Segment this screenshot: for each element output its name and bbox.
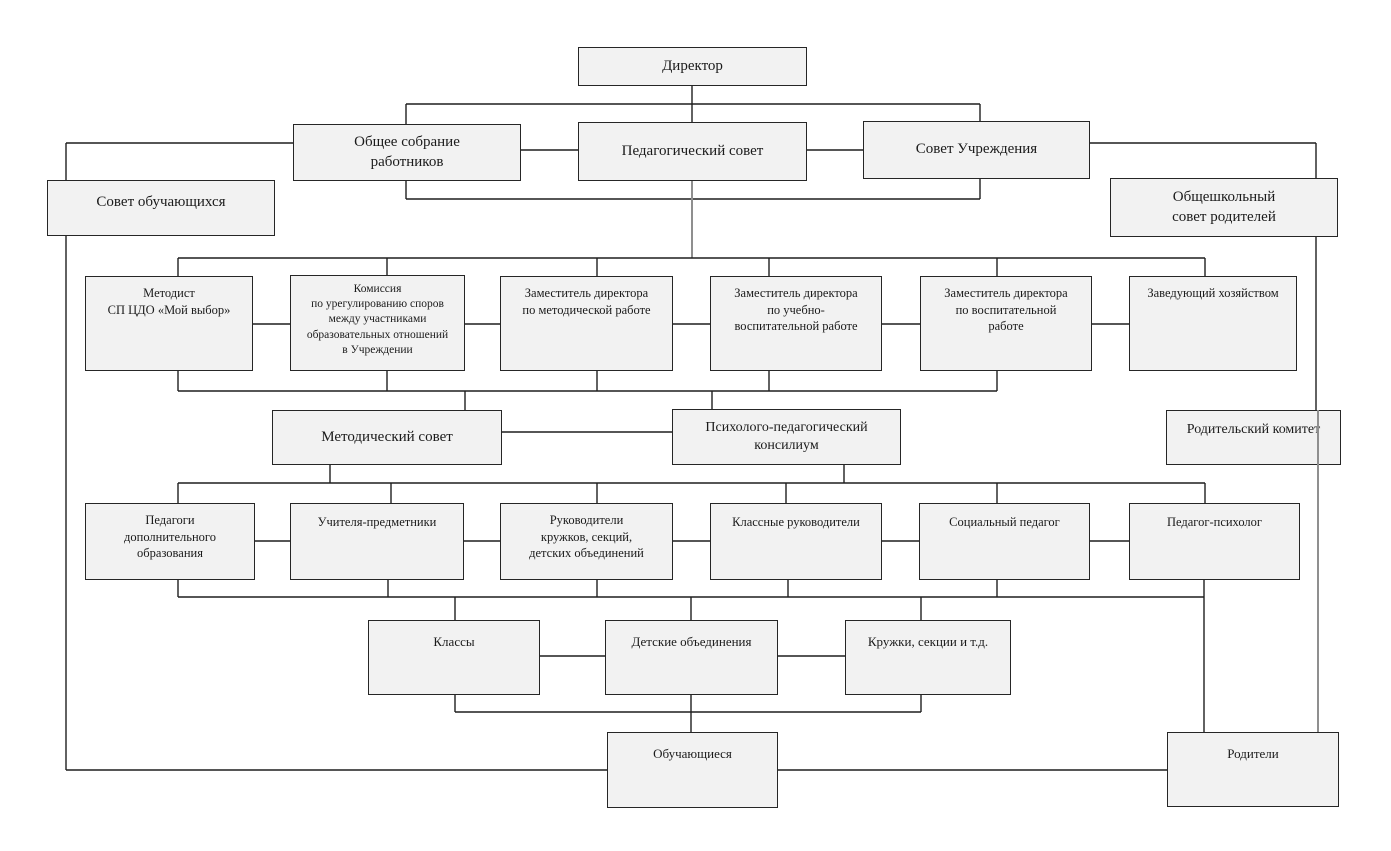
org-node-label: Комиссия по урегулированию споров между … [306,283,449,356]
org-node-pedagogue-psychologist: Педагог-психолог [1129,503,1300,580]
org-node-label: Общее собрание работников [354,133,460,170]
org-node-label: Заведующий хозяйством [1147,286,1279,300]
org-node-deputy-academic: Заместитель директора по учебно- воспита… [710,276,882,371]
org-node-label: Социальный педагог [949,515,1060,529]
org-node-label: Заместитель директора по учебно- воспита… [734,286,858,333]
org-node-dispute-commission: Комиссия по урегулированию споров между … [290,275,465,371]
org-node-club-leaders: Руководители кружков, секций, детских об… [500,503,673,580]
org-node-label: Классы [433,634,475,649]
org-node-label: Обучающиеся [653,746,732,761]
org-node-label: Психолого-педагогический консилиум [705,419,868,453]
org-node-director: Директор [578,47,807,86]
org-node-label: Заместитель директора по воспитательной … [944,286,1068,333]
org-node-methodical-council: Методический совет [272,410,502,465]
org-node-label: Руководители кружков, секций, детских об… [529,513,644,560]
org-node-label: Родители [1227,746,1279,761]
org-node-label: Педагогический совет [621,142,764,159]
org-node-label: Детские объединения [631,634,752,649]
org-node-extra-education-teachers: Педагоги дополнительного образования [85,503,255,580]
org-node-children-associations: Детские объединения [605,620,778,695]
org-node-facilities-manager: Заведующий хозяйством [1129,276,1297,371]
org-node-institution-council: Совет Учреждения [863,121,1090,179]
org-node-label: Педагоги дополнительного образования [124,513,216,560]
org-node-label: Учителя-предметники [317,515,437,529]
org-node-parent-committee: Родительский комитет [1166,410,1341,465]
org-node-clubs-sections: Кружки, секции и т.д. [845,620,1011,695]
org-node-label: Педагог-психолог [1166,515,1263,529]
org-node-general-meeting: Общее собрание работников [293,124,521,181]
org-node-methodist: Методист СП ЦДО «Мой выбор» [85,276,253,371]
org-node-label: Методический совет [321,428,453,445]
org-node-subject-teachers: Учителя-предметники [290,503,464,580]
org-node-label: Совет обучающихся [96,194,226,210]
org-node-psych-ped-consilium: Психолого-педагогический консилиум [672,409,901,465]
org-node-label: Заместитель директора по методической ра… [522,286,651,317]
org-node-students: Обучающиеся [607,732,778,808]
org-node-parents: Родители [1167,732,1339,807]
org-node-deputy-educational: Заместитель директора по воспитательной … [920,276,1092,371]
org-node-classes: Классы [368,620,540,695]
org-node-students-council: Совет обучающихся [47,180,275,236]
org-node-label: Родительский комитет [1186,422,1321,437]
org-node-label: Кружки, секции и т.д. [867,634,989,649]
org-node-label: Классные руководители [732,515,860,529]
org-node-pedagogical-council: Педагогический совет [578,122,807,181]
org-node-class-teachers: Классные руководители [710,503,882,580]
org-node-label: Совет Учреждения [915,141,1038,158]
org-node-social-pedagogue: Социальный педагог [919,503,1090,580]
org-node-deputy-methodical: Заместитель директора по методической ра… [500,276,673,371]
org-node-label: Общешкольный совет родителей [1172,188,1276,225]
org-node-label: Директор [662,57,723,74]
org-node-label: Методист СП ЦДО «Мой выбор» [107,286,231,317]
org-node-school-parents-council: Общешкольный совет родителей [1110,178,1338,237]
